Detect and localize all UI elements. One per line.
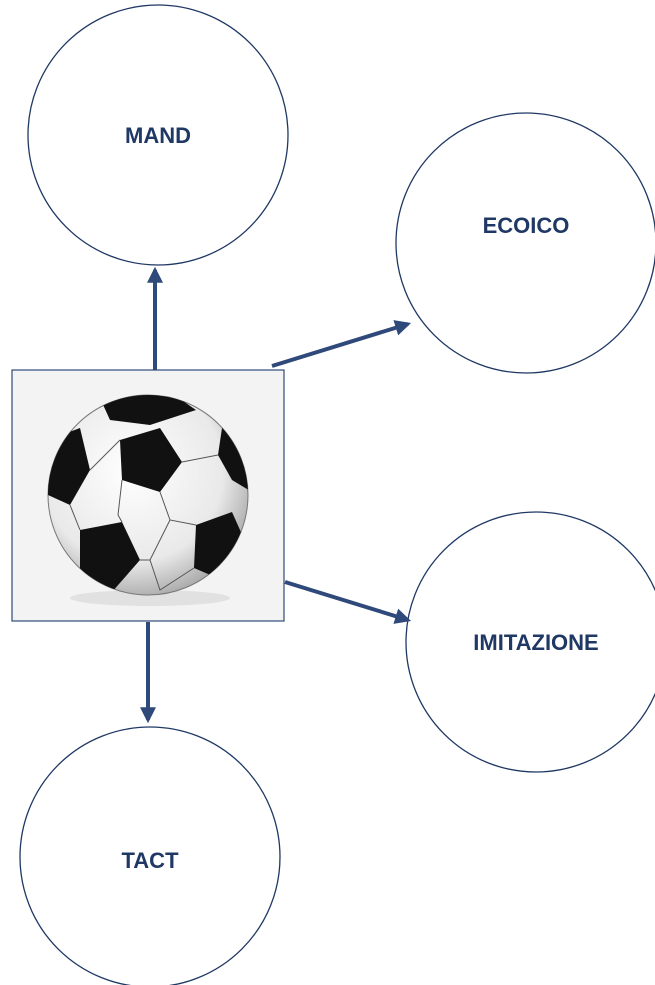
node-tact-label: TACT [121, 848, 179, 873]
arrow-to-imitazione [284, 580, 412, 624]
node-imitazione-circle [405, 511, 655, 773]
node-imitazione-label: IMITAZIONE [473, 630, 598, 655]
node-mand: MAND [27, 4, 289, 266]
node-imitazione: IMITAZIONE [405, 511, 655, 773]
arrow-to-ecoico [271, 320, 412, 368]
node-ecoico-circle [395, 112, 655, 374]
center-image [11, 369, 285, 622]
node-tact: TACT [19, 726, 281, 985]
node-ecoico-label: ECOICO [483, 213, 570, 238]
node-mand-label: MAND [125, 123, 191, 148]
node-ecoico: ECOICO [395, 112, 655, 374]
node-tact-circle [19, 726, 281, 985]
node-mand-circle [27, 4, 289, 266]
